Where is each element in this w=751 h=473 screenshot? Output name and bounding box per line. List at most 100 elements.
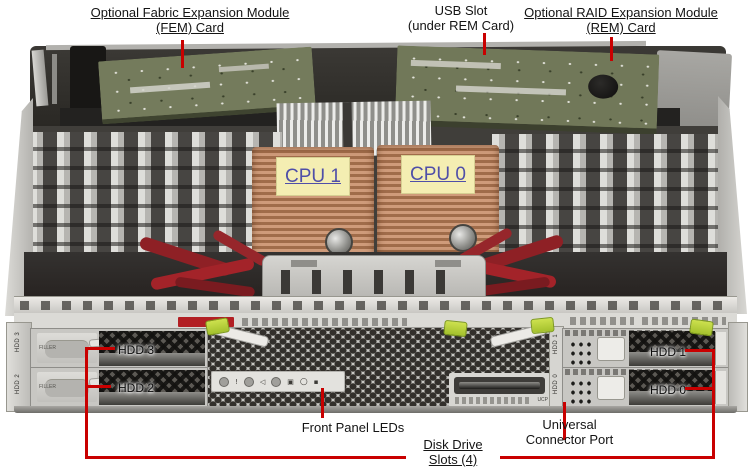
green-latch-2 <box>443 319 468 338</box>
fem-card-connector-strip <box>129 81 211 94</box>
front-panel-led-strip: ! ◁ ▣ ○ ▪ <box>211 371 345 392</box>
ucp-label-line1: Universal <box>542 417 597 432</box>
rem-card-connector-strip <box>455 85 567 96</box>
filler-text-hdd2: FILLER <box>39 384 56 390</box>
blade-bottom-edge <box>14 406 737 413</box>
callout-rem-label: Optional RAID Expansion Module (REM) Car… <box>497 5 745 35</box>
hdd0-tick <box>685 387 715 390</box>
green-latch-4 <box>689 318 714 337</box>
ucp-text: UCP <box>537 397 548 403</box>
drive-eject-button-hdd0 <box>597 376 625 400</box>
hdd0-label: HDD 0 <box>649 383 686 397</box>
rear-bracket-pin <box>52 54 57 104</box>
hdd3-tick <box>85 347 115 350</box>
service-led-icon <box>243 376 254 387</box>
nmi-glyph-icon: ▪ <box>313 377 319 386</box>
drive-eject-button-hdd1 <box>597 337 625 361</box>
cpu0-label: CPU 0 <box>410 163 466 185</box>
callout-line-ucp <box>563 402 566 440</box>
baffle-tab-right <box>435 260 461 267</box>
ucp-label-line2: Connector Port <box>525 432 614 447</box>
front-right-edge-wall <box>728 322 748 412</box>
hdd2-label: HDD 2 <box>117 381 154 395</box>
locate-led-icon <box>219 376 229 387</box>
front-rail-slots <box>20 301 731 310</box>
baffle-tab-left <box>291 260 317 267</box>
honeycomb-vent-panel: UCP <box>207 323 551 410</box>
vent-grille-hdd2 <box>99 370 205 392</box>
baffle-slot-row <box>281 270 467 294</box>
fem-card-chip <box>218 63 269 73</box>
service-glyph-icon: ◁ <box>259 377 266 386</box>
vent-grille-hdd0 <box>629 370 715 391</box>
product-name-strip-left <box>242 318 407 326</box>
cpu1-label: CPU 1 <box>285 165 341 187</box>
tray-lower-hdd3 <box>99 353 205 366</box>
disk-slots-line2: Slots (4) <box>428 452 478 467</box>
filler-recess-hdd3 <box>45 340 89 358</box>
ok-glyph-icon: ▣ <box>287 377 294 386</box>
drive-side-strip-hdd0 <box>715 371 726 404</box>
callout-line-front-panel-leds <box>321 388 324 418</box>
rem-label-line1: Optional RAID Expansion Module <box>524 5 718 20</box>
drive-side-strip-hdd1 <box>715 332 726 365</box>
rem-card <box>394 45 660 135</box>
edge-label-hdd0: HDD 0 <box>553 373 559 395</box>
callout-line-fem <box>181 40 184 68</box>
hdd3-label: HDD 3 <box>117 343 154 357</box>
hdd1-tick <box>685 349 715 352</box>
cpu1-mount-screw <box>325 228 353 256</box>
rem-card-round-component <box>587 74 619 100</box>
ucp-connector-area: UCP <box>449 373 550 407</box>
vent-grille-hdd1 <box>629 331 715 352</box>
rem-card-strip <box>410 59 501 70</box>
drive-bay-hdd3: FILLER <box>30 328 208 369</box>
usb-label-line2: (under REM Card) <box>407 18 515 33</box>
ok-led-icon <box>271 376 282 387</box>
filler-recess-hdd2 <box>45 379 89 397</box>
usb-label-line1: USB Slot <box>434 3 488 18</box>
callout-front-panel-leds-label: Front Panel LEDs <box>288 420 418 435</box>
dimm-bank-right <box>492 134 718 256</box>
drive-led-column-hdd0 <box>567 377 591 404</box>
tray-lower-hdd1 <box>629 352 715 366</box>
tray-lower-hdd0 <box>629 391 715 405</box>
disk-slots-line1: Disk Drive <box>423 437 483 452</box>
callout-ucp-label: Universal Connector Port <box>512 417 627 447</box>
front-left-edge-wall: HDD 3 HDD 2 <box>6 322 32 412</box>
locate-glyph-icon: ! <box>235 377 238 386</box>
product-name-strip-right <box>642 317 726 325</box>
callout-line-rem <box>610 37 613 61</box>
universal-connector-port <box>454 377 545 394</box>
hdd1-label: HDD 1 <box>649 345 686 359</box>
disk-slots-bracket-left <box>85 347 88 459</box>
edge-label-hdd1: HDD 1 <box>553 333 559 355</box>
rem-label-line2: (REM) Card <box>586 20 656 35</box>
fem-label-line2: (FEM) Card <box>156 20 224 35</box>
power-glyph-icon: ○ <box>299 376 308 387</box>
callout-usb-label: USB Slot (under REM Card) <box>390 3 532 33</box>
drive-led-column-hdd1 <box>567 338 591 365</box>
callout-disk-slots-label: Disk Drive Slots (4) <box>406 437 500 467</box>
callout-line-usb <box>483 33 486 55</box>
hdd2-tick <box>85 385 111 388</box>
tray-lower-hdd2 <box>99 392 205 405</box>
ucp-socket <box>459 382 540 389</box>
edge-label-hdd3: HDD 3 <box>15 331 21 353</box>
front-panel-leds-text: Front Panel LEDs <box>301 420 405 435</box>
filler-text-hdd3: FILLER <box>39 345 56 351</box>
dimm-bank-left <box>30 132 282 258</box>
drive-label-strip-hdd1 <box>565 330 685 336</box>
disk-slots-bracket-right <box>712 349 715 459</box>
ucp-label-strip <box>455 397 529 404</box>
product-name-strip-mid <box>570 317 634 325</box>
cpu1-label-sticker: CPU 1 <box>276 157 350 196</box>
callout-fem-label: Optional Fabric Expansion Module (FEM) C… <box>45 5 335 35</box>
vent-grille-hdd3 <box>99 331 205 353</box>
cpu0-label-sticker: CPU 0 <box>401 155 475 194</box>
front-rail <box>14 296 737 314</box>
fem-label-line1: Optional Fabric Expansion Module <box>90 5 290 20</box>
disk-slots-bracket-bottom <box>85 456 715 459</box>
edge-label-hdd2: HDD 2 <box>15 373 21 395</box>
